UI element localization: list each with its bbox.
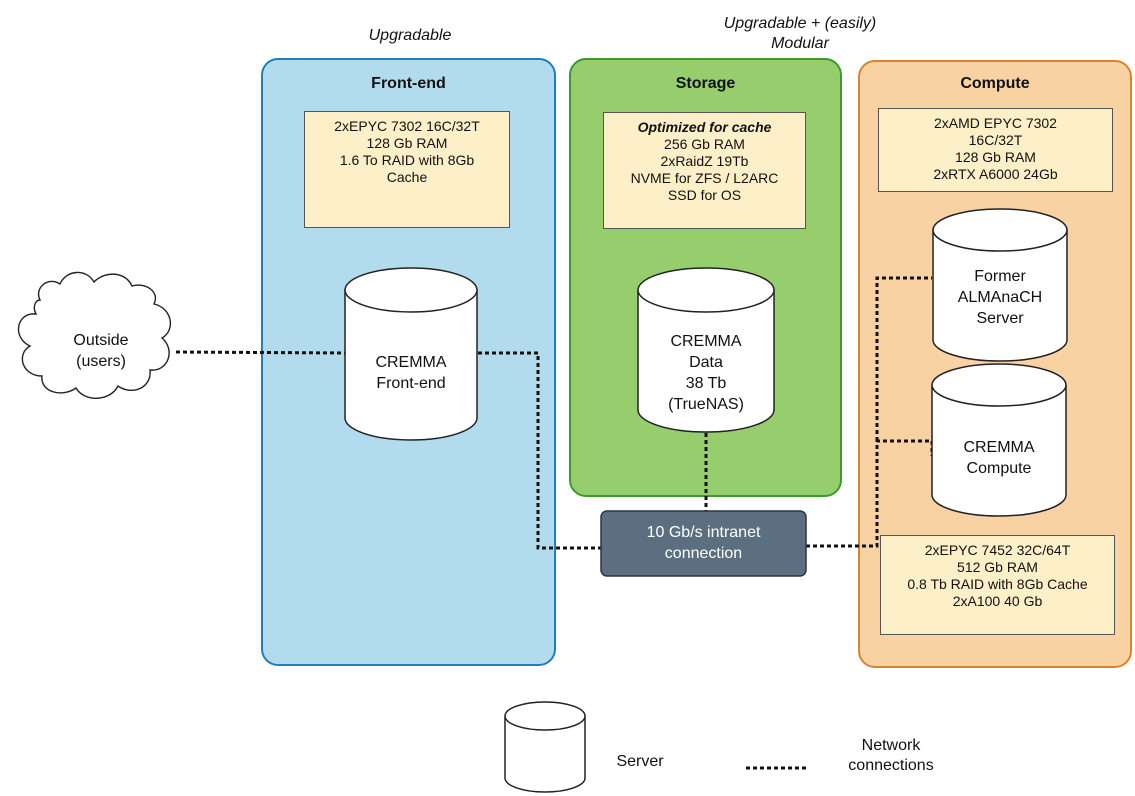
outside-label: Outside (users): [40, 330, 162, 372]
server-label-line: CREMMA: [670, 333, 742, 350]
hub-label-line: connection: [664, 545, 743, 562]
legend-server-label: Server: [616, 753, 664, 770]
compute-top-spec-box: 2xAMD EPYC 7302 16C/32T 128 Gb RAM 2xRTX…: [878, 108, 1113, 192]
spec-line: 2xAMD EPYC 7302: [934, 115, 1057, 131]
frontend-spec-box: 2xEPYC 7302 16C/32T 128 Gb RAM 1.6 To RA…: [304, 111, 510, 228]
server-label-line: ALMAnaCH: [957, 289, 1043, 306]
link-frontend-hub: [478, 351, 601, 550]
spec-line: 2xEPYC 7302 16C/32T: [334, 118, 480, 134]
spec-line: 16C/32T: [968, 132, 1023, 148]
server-former-icon: [932, 208, 1068, 362]
storage-spec-box: Optimized for cache 256 Gb RAM 2xRaidZ 1…: [603, 112, 806, 229]
outside-cloud-icon: [17, 271, 172, 399]
spec-line: 256 Gb RAM: [664, 136, 745, 152]
server-label-line: CREMMA: [963, 439, 1035, 456]
spec-line: 128 Gb RAM: [366, 135, 448, 151]
intranet-hub-label: 10 Gb/s intranet connection: [601, 511, 806, 576]
server-label-line: (TrueNAS): [668, 396, 744, 413]
compute-server-label: CREMMA Compute: [932, 437, 1066, 479]
spec-line: 2xRTX A6000 24Gb: [933, 166, 1058, 182]
storage-note-line1: Upgradable + (easily): [723, 15, 877, 32]
server-storage-icon: [637, 267, 775, 433]
spec-line: 2xEPYC 7452 32C/64T: [924, 542, 1071, 558]
server-label-line: Server: [976, 310, 1024, 327]
storage-note: Upgradable + (easily) Modular: [700, 14, 900, 54]
frontend-title: Front-end: [371, 75, 446, 92]
server-label-line: CREMMA: [375, 354, 447, 371]
spec-line: 128 Gb RAM: [955, 149, 1036, 165]
spec-line: 2xRaidZ 19Tb: [660, 153, 749, 169]
spec-line: 512 Gb RAM: [957, 559, 1038, 575]
storage-title: Storage: [675, 75, 736, 92]
intranet-hub: [600, 510, 807, 577]
legend-network-line2: connections: [848, 757, 934, 774]
server-frontend-icon: [344, 267, 478, 441]
outside-label-line: Outside: [73, 332, 129, 349]
legend-network-line1: Network: [861, 737, 921, 754]
frontend-note: Upgradable: [368, 27, 452, 44]
spec-line: NVME for ZFS / L2ARC: [630, 170, 779, 186]
server-compute-icon: [931, 363, 1067, 517]
spec-line: 2xA100 40 Gb: [952, 593, 1043, 609]
link-former-compute: [875, 276, 932, 441]
hub-label-line: 10 Gb/s intranet: [646, 524, 761, 541]
spec-line: SSD for OS: [667, 187, 742, 203]
storage-note-line2: Modular: [771, 35, 829, 52]
spec-line: 1.6 To RAID with 8Gb: [339, 152, 475, 168]
link-outside-frontend: [175, 350, 346, 355]
compute-title: Compute: [960, 75, 1030, 92]
storage-server-label: CREMMA Data 38 Tb (TrueNAS): [638, 331, 774, 415]
spec-line: Cache: [386, 169, 428, 185]
frontend-server-label: CREMMA Front-end: [345, 352, 477, 394]
compute-bottom-spec-box: 2xEPYC 7452 32C/64T 512 Gb RAM 0.8 Tb RA…: [880, 535, 1115, 635]
spec-line: 0.8 Tb RAID with 8Gb Cache: [907, 576, 1088, 592]
server-label-line: Data: [689, 354, 723, 371]
legend-server-icon: [504, 701, 586, 793]
server-label-line: Former: [974, 268, 1026, 285]
storage-spec-highlight: Optimized for cache: [637, 119, 772, 135]
server-label-line: 38 Tb: [685, 375, 727, 392]
former-server-label: Former ALMAnaCH Server: [933, 266, 1067, 329]
server-label-line: Front-end: [376, 375, 446, 392]
legend-network-label: Network connections: [826, 736, 956, 776]
outside-label-line: (users): [76, 353, 126, 370]
server-label-line: Compute: [966, 460, 1032, 477]
